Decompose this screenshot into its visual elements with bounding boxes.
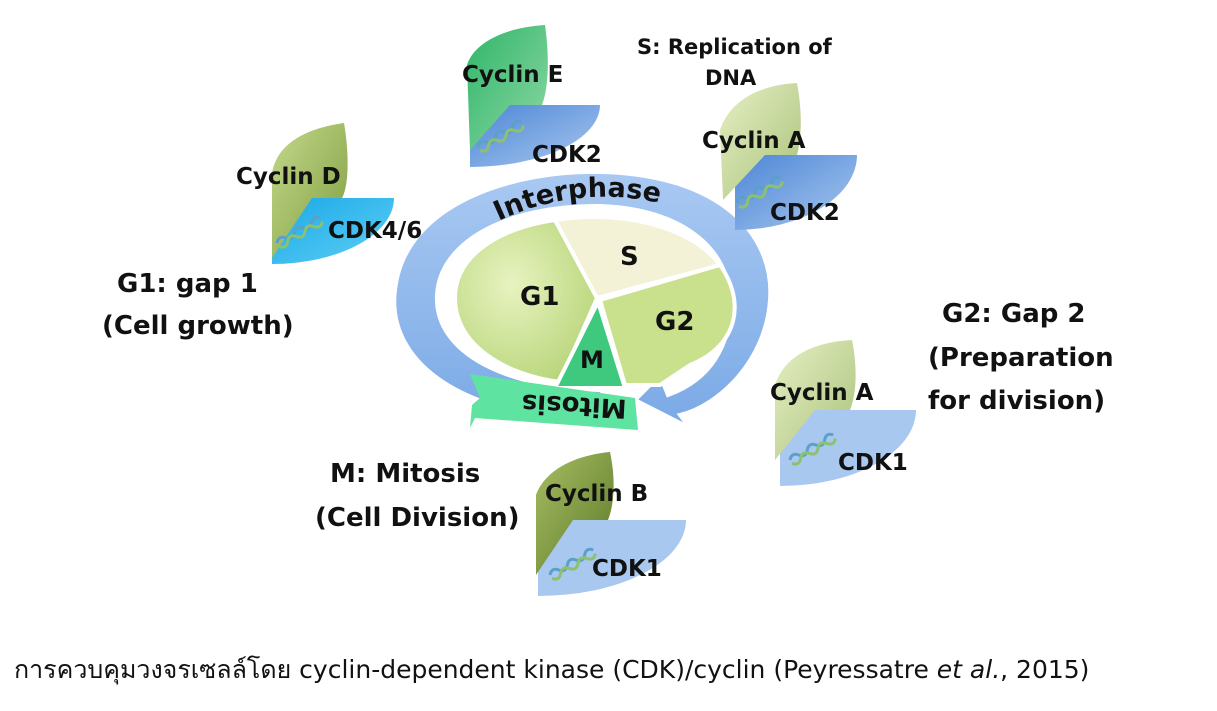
- m-note-line1: M: Mitosis: [330, 459, 480, 489]
- cyclin-d-label: Cyclin D: [236, 164, 341, 190]
- caption-year: , 2015): [1000, 655, 1090, 684]
- phase-m: [551, 296, 628, 390]
- caption-et-al: et al.: [936, 655, 1001, 684]
- complex-cyclin-b-cdk1: [536, 452, 686, 596]
- cyclin-e-label: Cyclin E: [462, 62, 563, 88]
- g2-note-line2: (Preparation: [928, 343, 1114, 373]
- s-note-line1: S: Replication of: [637, 35, 833, 59]
- g2-note-line1: G2: Gap 2: [942, 299, 1086, 329]
- g1-note-line1: G1: gap 1: [117, 269, 258, 299]
- caption-text: การควบคุมวงจรเซลล์โดย cyclin-dependent k…: [14, 655, 937, 684]
- phase-g1-label: G1: [520, 282, 559, 312]
- complex-cyclin-d-cdk46: [272, 123, 394, 264]
- cdk2-label: CDK2: [532, 142, 602, 168]
- s-note-line2: DNA: [705, 66, 757, 90]
- phase-pie: G1 S G2 M: [452, 215, 737, 390]
- phase-g2-label: G2: [655, 307, 694, 337]
- cdk-shape: [272, 198, 394, 264]
- phase-s-label: S: [620, 242, 639, 272]
- cyclin-a-label: Cyclin A: [770, 380, 874, 406]
- m-note-line2: (Cell Division): [315, 503, 519, 533]
- phase-g2: [597, 262, 737, 387]
- phase-m-label: M: [580, 346, 604, 374]
- figure-caption: การควบคุมวงจรเซลล์โดย cyclin-dependent k…: [14, 650, 1089, 690]
- cyclin-shape: [272, 123, 348, 258]
- cdk46-label: CDK4/6: [328, 218, 422, 244]
- g2-note-line3: for division): [928, 386, 1105, 416]
- complex-cyclin-e-cdk2: [467, 25, 600, 167]
- complex-cyclin-a-cdk1: [775, 340, 916, 486]
- mitosis-banner: Mitosis: [470, 374, 638, 430]
- cdk1-label: CDK1: [838, 450, 908, 476]
- complex-cyclin-a-cdk2: [720, 83, 857, 230]
- mitosis-label: Mitosis: [521, 388, 627, 423]
- cdk1-label: CDK1: [592, 556, 662, 582]
- cdk2-label: CDK2: [770, 200, 840, 226]
- g1-note-line2: (Cell growth): [102, 311, 294, 341]
- phase-g1: [452, 217, 600, 385]
- cyclin-b-label: Cyclin B: [545, 481, 648, 507]
- phase-s: [551, 215, 724, 301]
- cyclin-a-label: Cyclin A: [702, 128, 806, 154]
